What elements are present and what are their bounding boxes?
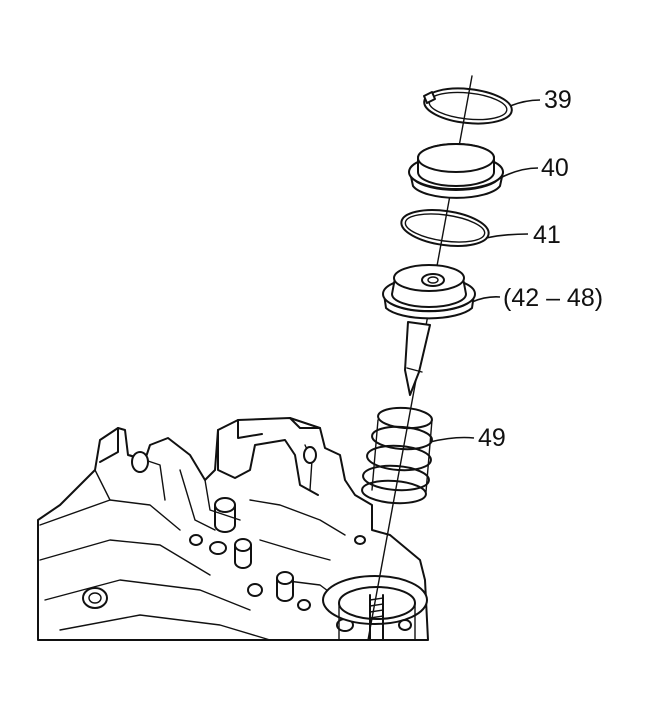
- callout-41: 41: [533, 221, 561, 249]
- leader-40: [499, 167, 539, 179]
- callout-49: 49: [478, 424, 506, 452]
- piston-assembly-42-48: [382, 264, 476, 396]
- leader-39: [509, 99, 541, 107]
- leader-42-48: [471, 296, 501, 303]
- leader-41: [485, 233, 529, 239]
- leader-49: [429, 436, 475, 443]
- seal-ring-41: [400, 209, 490, 247]
- cover-40: [408, 143, 504, 199]
- snap-ring-39: [423, 87, 513, 125]
- transmission-case: [37, 417, 429, 641]
- spring-49: [361, 406, 433, 505]
- callout-40: 40: [541, 154, 569, 182]
- callout-42-48: (42 – 48): [503, 284, 603, 312]
- callout-39: 39: [544, 86, 572, 114]
